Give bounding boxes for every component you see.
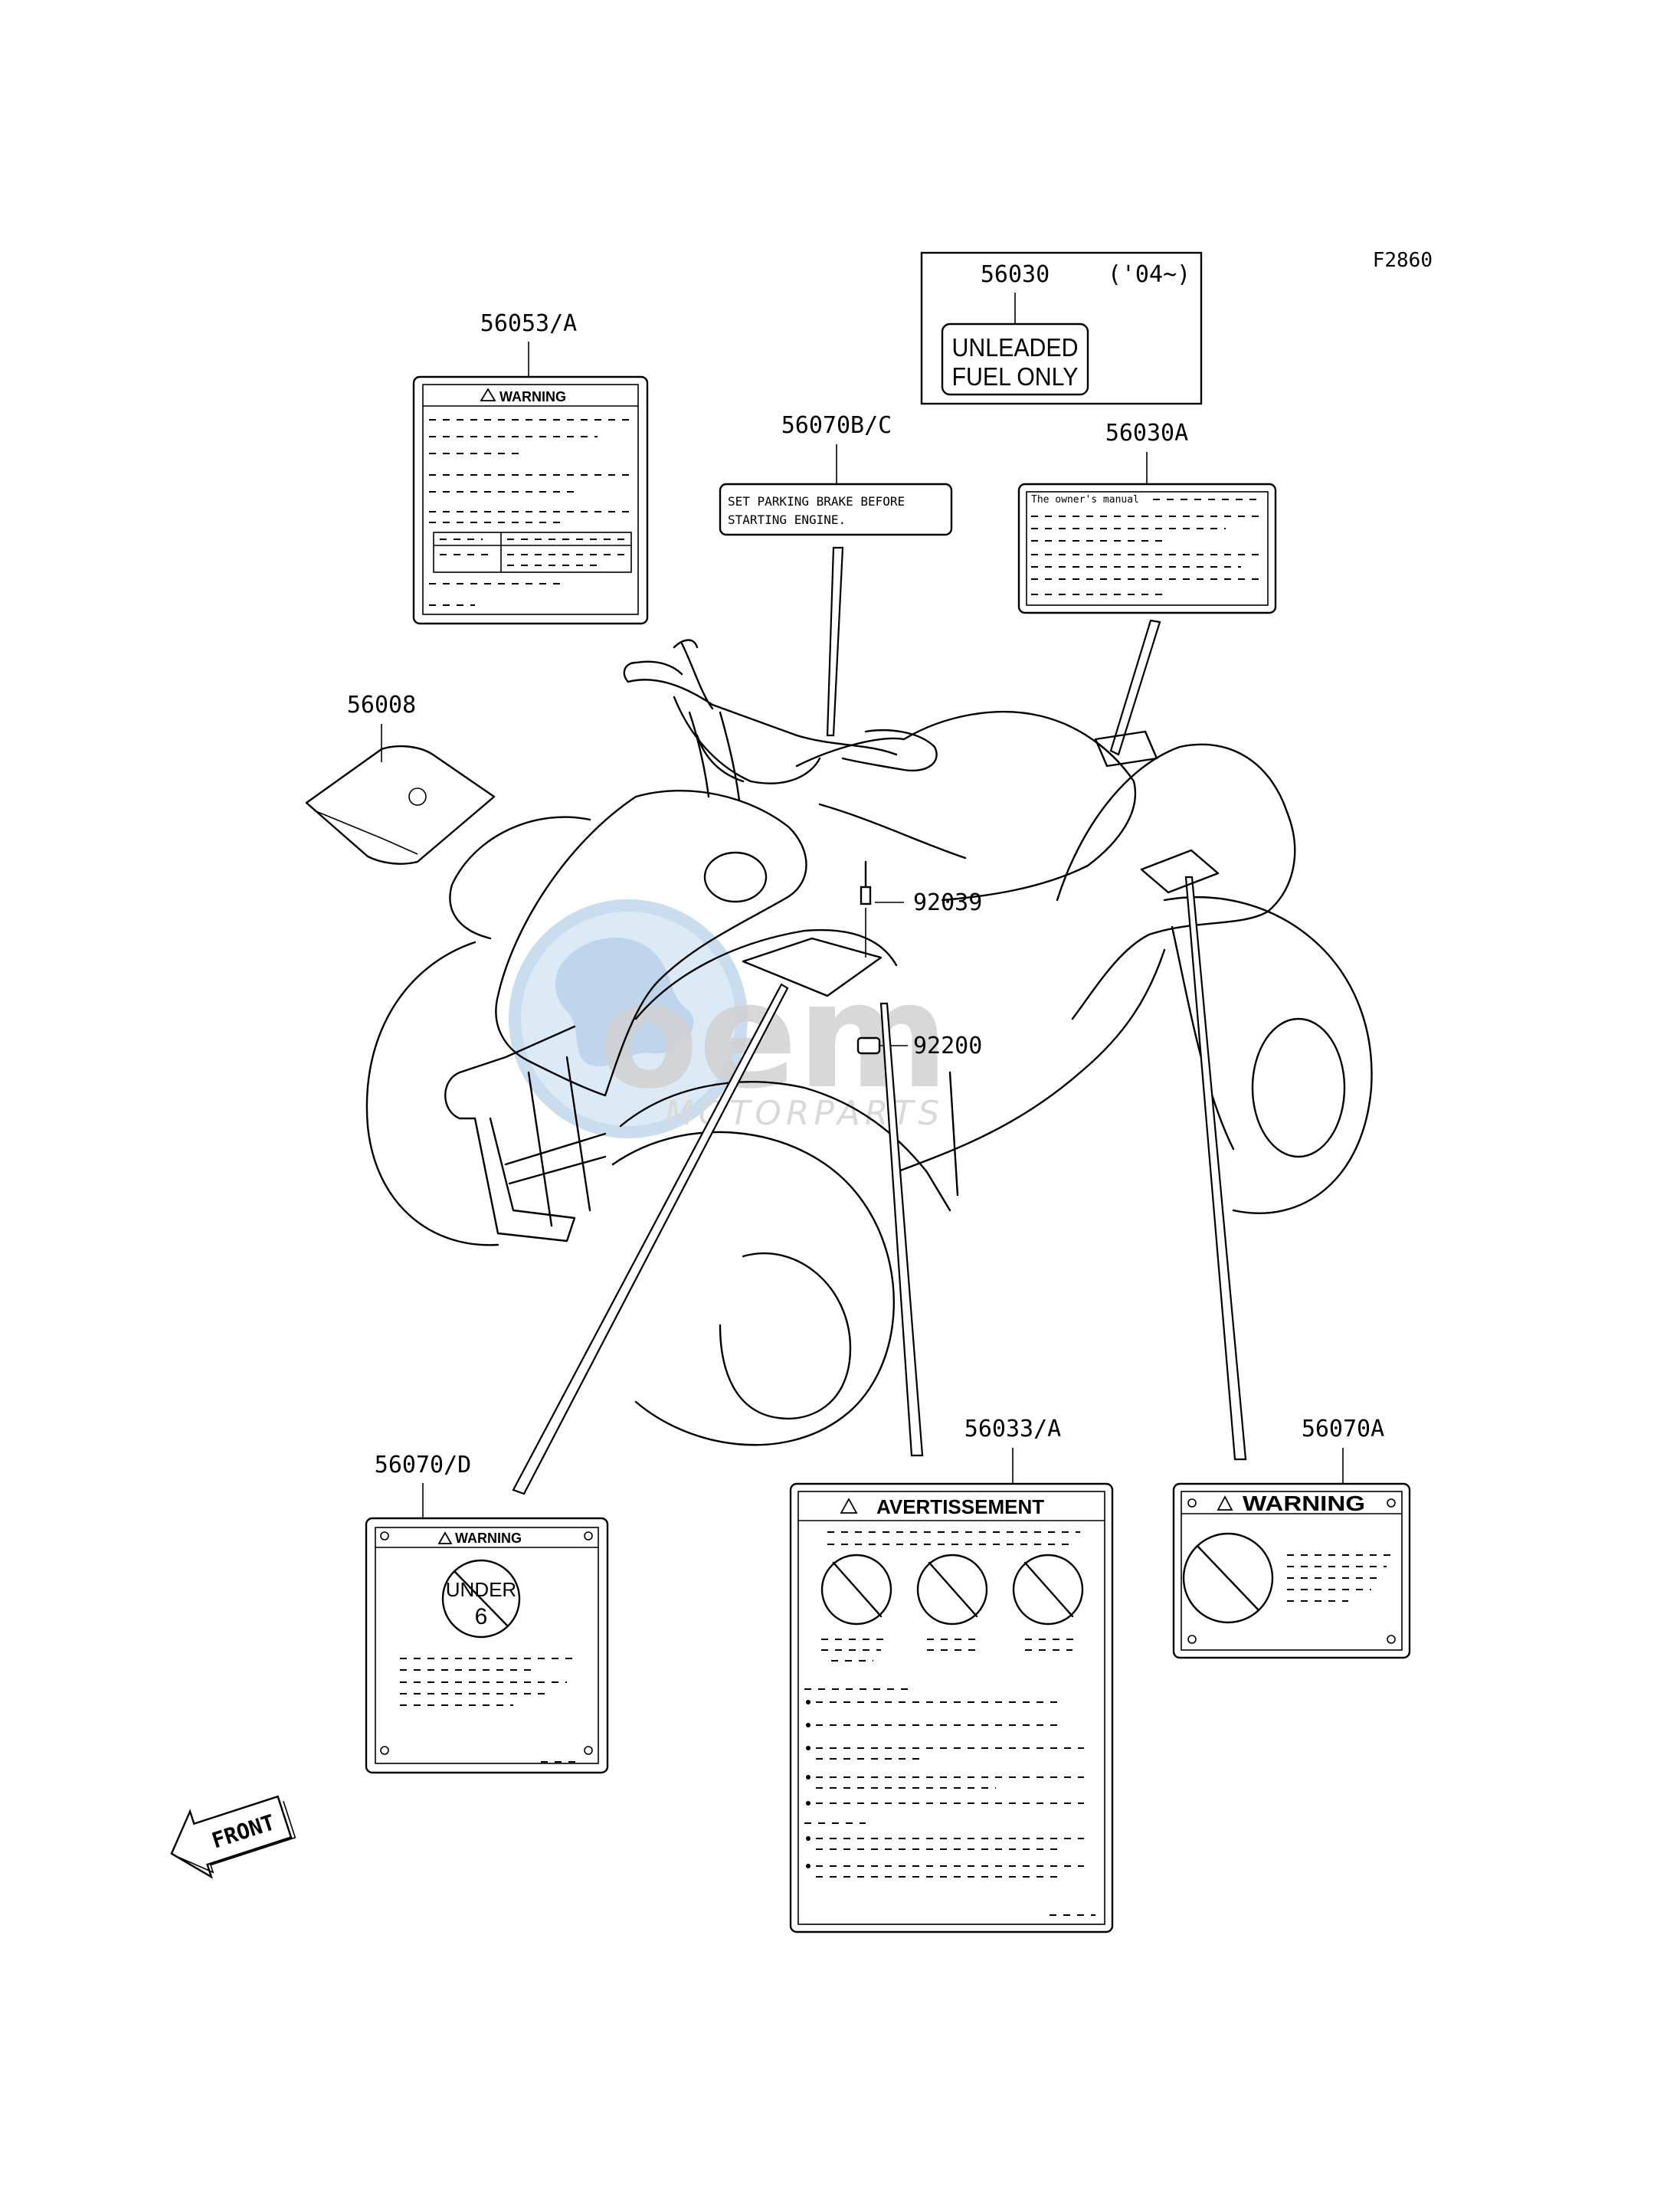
figure-code: F2860 (1373, 249, 1433, 272)
part-number-56070d: 56070/D (375, 1452, 471, 1478)
warning-triangle-icon (1217, 1495, 1233, 1511)
label-56070a: WARNING (1172, 1482, 1411, 1659)
decal-56030a-on-tank (1094, 730, 1158, 768)
warning-triangle-icon (437, 1531, 453, 1544)
warning-triangle-icon (480, 388, 496, 401)
manual-intro-text: The owner's manual (1031, 494, 1139, 506)
pointer-56033 (879, 1002, 924, 1457)
part-number-56008: 56008 (347, 692, 416, 719)
manual-pouch-56008 (305, 745, 496, 865)
label-56070d: WARNING UNDER 6 (365, 1517, 609, 1774)
decal-56070a-on-fender (1140, 849, 1220, 894)
label-header-56070a: WARNING (1243, 1491, 1365, 1515)
label-header-56053: WARNING (499, 389, 566, 404)
front-tray (634, 928, 898, 1020)
label-56030a: The owner's manual (1017, 483, 1277, 614)
part-number-92039: 92039 (913, 889, 982, 916)
rear-fender (1056, 743, 1296, 1020)
age-text: UNDER (446, 1578, 516, 1601)
parking-text-line1: SET PARKING BRAKE BEFORE (728, 494, 905, 509)
rear-panel (1171, 925, 1235, 1151)
watermark-continents (555, 937, 694, 1067)
front-arrow: FRONT (170, 1795, 296, 1879)
atv-outline (365, 639, 1373, 1446)
year-range-56030: ('04~) (1108, 261, 1190, 288)
bolt-92039 (860, 860, 904, 958)
pointer-56070bc (826, 546, 844, 737)
part-number-56030: 56030 (981, 261, 1050, 288)
front-bumper (444, 1025, 591, 1243)
seat (902, 710, 1137, 902)
rear-right-wheel (1163, 896, 1373, 1214)
left-grip (623, 660, 683, 683)
part-number-56033: 56033/A (964, 1416, 1061, 1442)
front-arrow-icon (170, 1795, 293, 1879)
pointer-56030a (1109, 619, 1161, 756)
front-right-wheel (611, 1131, 895, 1446)
handlebar (627, 679, 938, 772)
fender-edge (948, 1071, 959, 1197)
mirror-stem (673, 639, 714, 710)
part-number-56070a: 56070A (1302, 1416, 1384, 1442)
front-fender (495, 789, 807, 1097)
front-right-hub (719, 1252, 852, 1420)
warning-triangle-icon (840, 1498, 858, 1514)
label-header-56070d: WARNING (455, 1531, 522, 1546)
label-header-56033: AVERTISSEMENT (876, 1495, 1044, 1518)
part-number-56070bc: 56070B/C (781, 412, 892, 439)
parking-text-line2: STARTING ENGINE. (728, 512, 846, 527)
steering-column (688, 711, 745, 802)
label-56053: WARNING (412, 375, 649, 625)
headlight (703, 851, 768, 903)
tank (795, 737, 967, 859)
label-box-56030: 56030 ('04~) UNLEADED FUEL ONLY (920, 251, 1203, 405)
pouch-snap (408, 787, 427, 806)
cable (673, 696, 821, 784)
age-number: 6 (475, 1604, 488, 1629)
pointer-56070d (512, 983, 789, 1495)
part-number-92200: 92200 (913, 1033, 982, 1059)
fuel-label-line1: UNLEADED (952, 333, 1079, 362)
rear-right-hub (1251, 1017, 1346, 1158)
part-number-56030a: 56030A (1105, 420, 1188, 447)
label-56070bc: SET PARKING BRAKE BEFORE STARTING ENGINE… (719, 483, 953, 536)
rear-body (895, 948, 1166, 1174)
part-number-56053: 56053/A (480, 310, 577, 337)
pointer-56070a (1184, 876, 1247, 1461)
front-plate (742, 937, 883, 997)
left-fender (449, 816, 591, 940)
fuel-label-line2: FUEL ONLY (952, 362, 1079, 391)
label-56033: AVERTISSEMENT (789, 1482, 1114, 1933)
front-left-wheel (365, 941, 499, 1246)
washer-92200 (856, 1036, 908, 1055)
front-right-fender (619, 1081, 951, 1212)
bumper-bars (504, 1132, 607, 1185)
